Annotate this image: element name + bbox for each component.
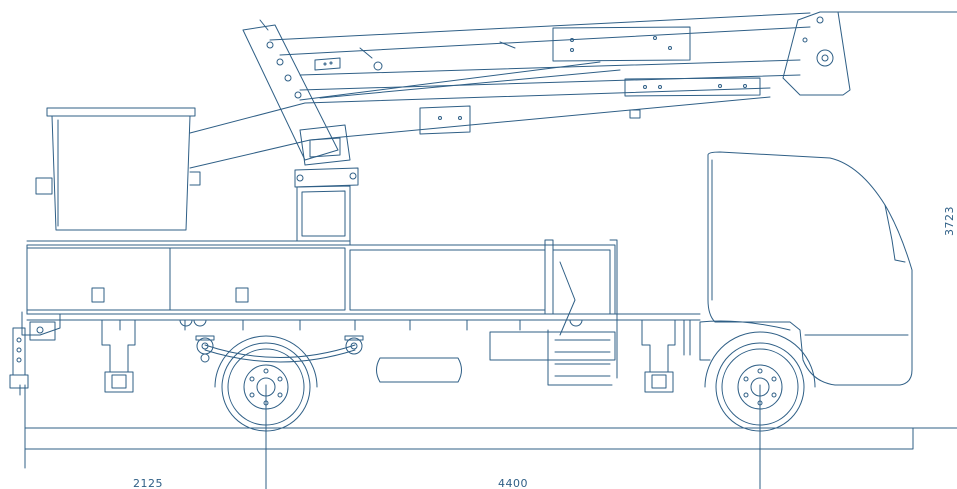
wheelbase-dimension: 4400 [498,477,528,489]
upper-boom [269,12,811,101]
outrigger-legs [101,319,676,393]
body-storage [26,239,618,386]
truck-cab [683,151,913,386]
front-wheel [704,331,816,432]
rear-wheel [214,335,318,432]
rear-suspension [195,335,364,363]
ground-plate [24,384,957,469]
aerial-bucket [35,107,201,231]
dimension-guides [265,384,761,489]
turret-column [242,19,641,242]
fuel-tank [376,357,462,383]
rear-overhang-dimension: 2125 [133,477,163,489]
dimension-labels: 2125 4400 3723 [133,206,956,489]
rear-stabilizer [9,321,56,396]
height-dimension: 3723 [943,206,956,236]
boom-tip [782,11,957,96]
lower-boom [189,77,771,169]
